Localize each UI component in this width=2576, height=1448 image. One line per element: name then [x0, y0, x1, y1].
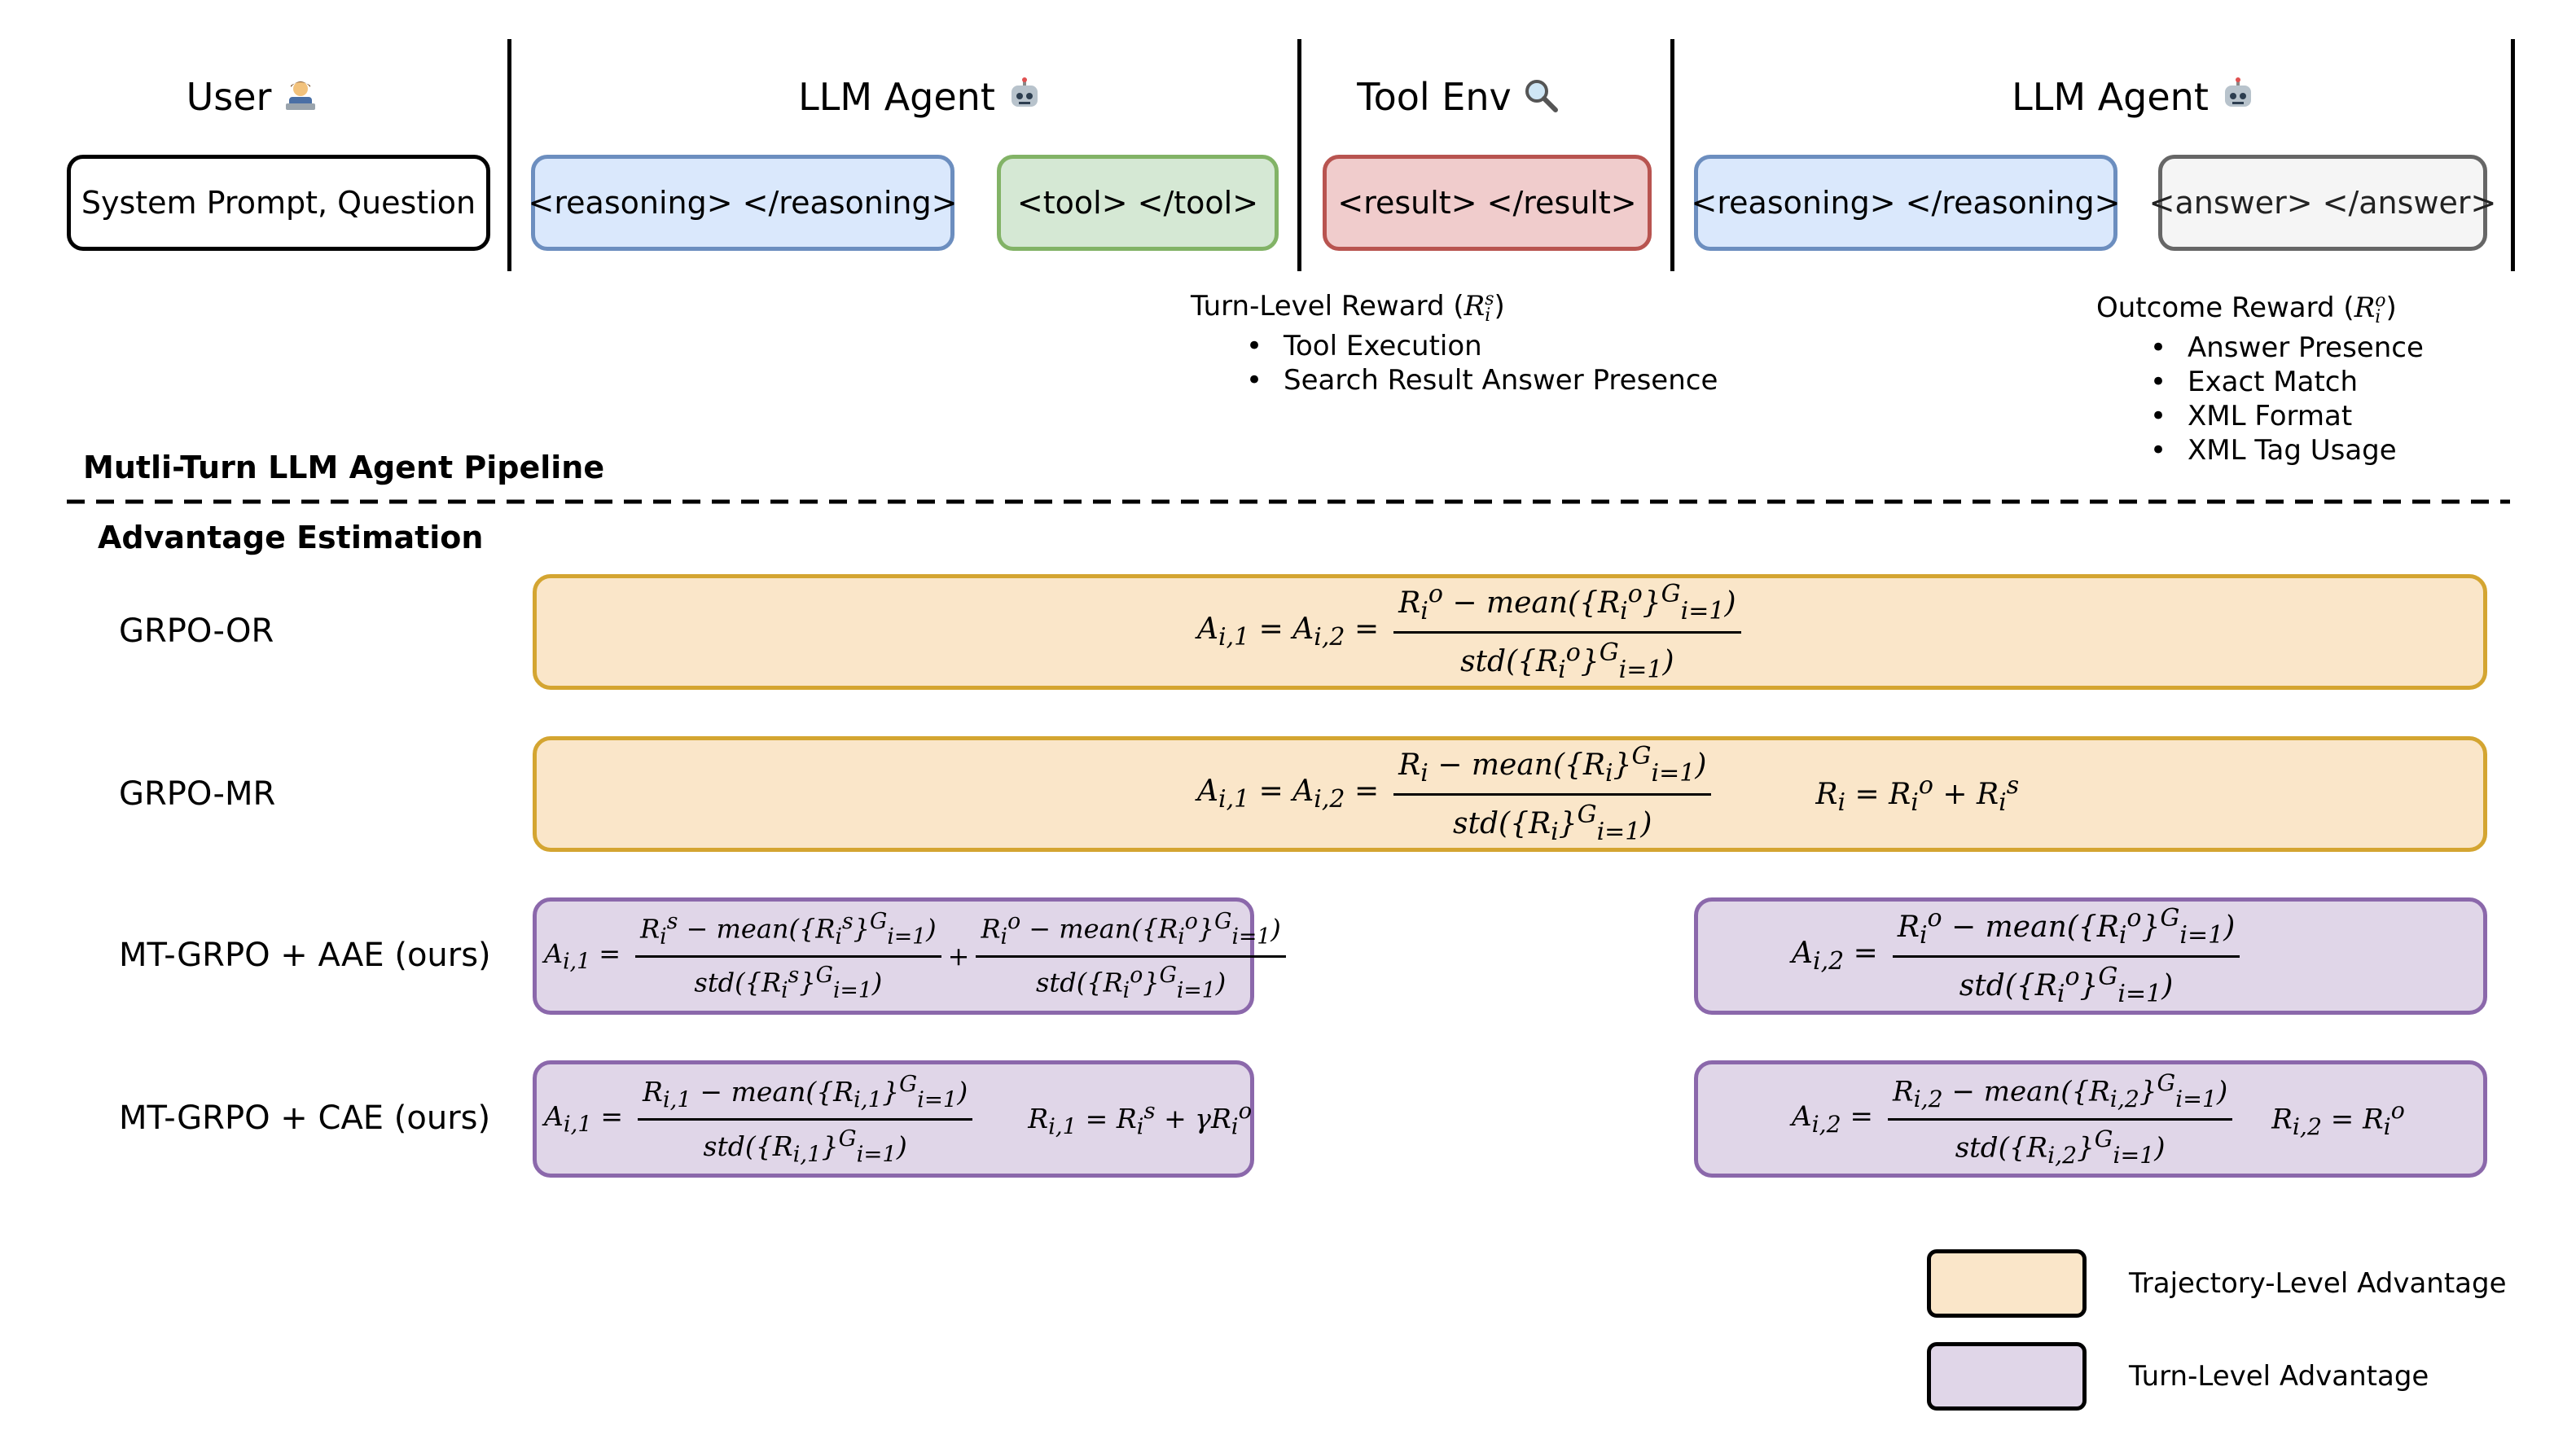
legend-turn-label: Turn-Level Advantage: [2129, 1360, 2429, 1393]
system-prompt-pill: System Prompt, Question: [67, 155, 490, 251]
cae-turn1-equation: Ai,1 = Ri,1 − mean({Ri,1}Gi=1)std({Ri,1}…: [544, 1070, 1253, 1168]
technologist-icon: [283, 77, 318, 122]
agent2-header: LLM Agent: [1946, 75, 2321, 122]
turn-reward-sup: s: [1485, 288, 1494, 309]
grpo-or-equation: Ai,1 = Ai,2 = Rio − mean({Rio}Gi=1)std({…: [1197, 580, 1748, 684]
answer-label: <answer> </answer>: [2148, 185, 2497, 221]
reasoning-label-1: <reasoning> </reasoning>: [528, 185, 958, 221]
outcome-reward-symbol: R: [2354, 292, 2376, 324]
user-header: User: [147, 75, 358, 122]
agent1-header: LLM Agent: [733, 75, 1108, 122]
robot-icon: [1007, 77, 1042, 122]
method-grpo-mr: GRPO-MR: [119, 775, 276, 813]
outcome-reward-title-close: ): [2385, 292, 2397, 324]
pipeline-title: Mutli-Turn LLM Agent Pipeline: [83, 450, 605, 485]
result-pill: <result> </result>: [1323, 155, 1652, 251]
outcome-reward-item: Answer Presence: [2150, 331, 2424, 365]
turn-reward-symbol: R: [1464, 290, 1485, 323]
reasoning-pill-2: <reasoning> </reasoning>: [1692, 155, 2120, 251]
tool-label: <tool> </tool>: [1016, 185, 1259, 221]
outcome-reward-item: XML Format: [2150, 399, 2424, 433]
reasoning-pill-1: <reasoning> </reasoning>: [529, 155, 957, 251]
outcome-reward-list: Answer Presence Exact Match XML Format X…: [2150, 331, 2424, 467]
turn-reward-list: Tool Execution Search Result Answer Pres…: [1246, 329, 1718, 397]
turn-reward-sub: i: [1485, 305, 1491, 326]
legend-trajectory-label: Trajectory-Level Advantage: [2129, 1267, 2507, 1300]
outcome-reward-sub: i: [2375, 306, 2381, 327]
result-label: <result> </result>: [1337, 185, 1637, 221]
cae-turn2-box: [1694, 1060, 2487, 1178]
answer-pill: <answer> </answer>: [2149, 155, 2496, 251]
outcome-reward-sup: o: [2375, 290, 2386, 311]
legend-turn-swatch: [1927, 1342, 2087, 1411]
section-divider: [67, 499, 2510, 504]
agent1-header-label: LLM Agent: [798, 75, 995, 119]
legend-trajectory-swatch: [1927, 1249, 2087, 1318]
agent2-header-label: LLM Agent: [2012, 75, 2209, 119]
column-divider: [1297, 39, 1301, 271]
advantage-title: Advantage Estimation: [98, 520, 484, 555]
turn-reward-title-close: ): [1494, 290, 1505, 323]
turn-reward-item: Tool Execution: [1246, 329, 1718, 363]
turn-reward-item: Search Result Answer Presence: [1246, 363, 1718, 397]
system-prompt-label: System Prompt, Question: [81, 185, 476, 221]
tool-header: Tool Env: [1319, 75, 1596, 122]
column-divider: [1670, 39, 1674, 271]
aae-turn2-equation: Ai,2 = Rio − mean({Rio}Gi=1)std({Rio}Gi=…: [1792, 904, 2246, 1008]
method-mt-aae: MT-GRPO + AAE (ours): [119, 937, 491, 974]
user-header-label: User: [186, 75, 272, 119]
aae-turn1-equation: Ai,1 = Ris − mean({Ris}Gi=1)std({Ris}Gi=…: [544, 906, 1292, 1007]
method-grpo-or: GRPO-OR: [119, 612, 274, 650]
cae-turn2-equation: Ai,2 = Ri,2 − mean({Ri,2}Gi=1)std({Ri,2}…: [1792, 1069, 2405, 1169]
outcome-reward-item: XML Tag Usage: [2150, 433, 2424, 467]
grpo-mr-equation: Ai,1 = Ai,2 = Ri − mean({Ri}Gi=1)std({Ri…: [1197, 742, 2020, 846]
reasoning-label-2: <reasoning> </reasoning>: [1691, 185, 2121, 221]
outcome-reward-item: Exact Match: [2150, 365, 2424, 399]
outcome-reward-title-text: Outcome Reward (: [2096, 292, 2354, 324]
magnifier-icon: [1523, 77, 1559, 122]
method-mt-cae: MT-GRPO + CAE (ours): [119, 1099, 491, 1137]
column-divider: [507, 39, 511, 271]
robot-icon: [2220, 77, 2256, 122]
tool-header-label: Tool Env: [1357, 75, 1512, 119]
turn-reward-title-text: Turn-Level Reward (: [1191, 290, 1464, 323]
tool-pill: <tool> </tool>: [997, 155, 1279, 251]
column-divider: [2511, 39, 2515, 271]
